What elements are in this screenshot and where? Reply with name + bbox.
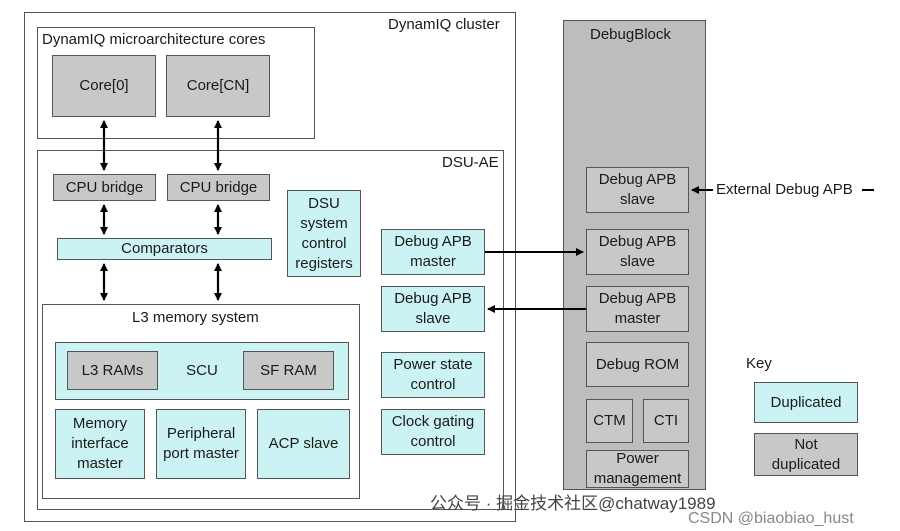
clock-gating-line-1: Clock gating	[391, 413, 475, 430]
watermark-line-1: 公众号 · 掘金技术社区@chatway1989	[430, 494, 716, 513]
db-master-line-1: Debug APB	[598, 290, 677, 307]
cores-title: DynamIQ microarchitecture cores	[42, 31, 266, 48]
dsu-regs-line-3: control	[301, 234, 347, 252]
l3-rams: L3 RAMs	[67, 351, 158, 390]
dsu-debug-apb-slave-line-2: slave	[415, 310, 451, 327]
debug-block-apb-slave: Debug APB slave	[586, 229, 689, 275]
dsu-regs-line-4: registers	[295, 254, 353, 272]
cluster-title: DynamIQ cluster	[388, 16, 500, 33]
peripheral-port-master: Peripheral port master	[156, 409, 246, 479]
dsu-debug-apb-master: Debug APB master	[381, 229, 485, 275]
dsu-debug-apb-master-line-1: Debug APB	[394, 233, 472, 250]
dsu-debug-apb-slave-line-1: Debug APB	[394, 290, 472, 307]
dsu-regs-line-2: system	[300, 214, 348, 232]
debug-block-apb-slave-external: Debug APB slave	[586, 167, 689, 213]
mem-iface-line-2: interface	[71, 435, 129, 452]
core-cn: Core[CN]	[166, 55, 270, 117]
ext-slave-line-1: Debug APB	[598, 171, 677, 188]
cpu-bridge-2: CPU bridge	[167, 174, 270, 201]
memory-interface-master: Memory interface master	[55, 409, 145, 479]
core-0: Core[0]	[52, 55, 156, 117]
debug-block-title: DebugBlock	[590, 26, 671, 43]
periph-line-1: Peripheral	[166, 425, 236, 442]
mem-iface-line-1: Memory	[72, 415, 128, 432]
clock-gating-control: Clock gating control	[381, 409, 485, 455]
key-not-dup-line-2: duplicated	[771, 455, 841, 473]
key-not-dup-line-1: Not	[794, 435, 818, 453]
l3-title: L3 memory system	[132, 309, 259, 326]
dsu-regs-line-1: DSU	[308, 194, 340, 212]
power-state-control: Power state control	[381, 352, 485, 398]
cpu-bridge-1: CPU bridge	[53, 174, 156, 201]
pm-line-2: management	[593, 470, 682, 487]
ext-slave-line-2: slave	[619, 191, 656, 208]
acp-slave: ACP slave	[257, 409, 350, 479]
scu-label: SCU	[186, 362, 218, 379]
key-duplicated: Duplicated	[754, 382, 858, 423]
periph-line-2: port master	[163, 445, 239, 462]
external-debug-apb-label: External Debug APB	[716, 181, 853, 198]
power-state-line-1: Power state	[393, 356, 473, 373]
key-not-duplicated: Not duplicated	[754, 433, 858, 476]
ctm: CTM	[586, 399, 633, 443]
sf-ram: SF RAM	[243, 351, 334, 390]
clock-gating-line-2: control	[410, 433, 456, 450]
key-title: Key	[746, 355, 772, 372]
comparators: Comparators	[57, 238, 272, 260]
dsu-ae-title: DSU-AE	[442, 154, 499, 171]
power-state-line-2: control	[410, 376, 456, 393]
db-slave-line-2: slave	[619, 253, 656, 270]
dsu-system-control-registers: DSU system control registers	[287, 190, 361, 277]
cti: CTI	[643, 399, 689, 443]
db-master-line-2: master	[614, 310, 661, 327]
debug-rom: Debug ROM	[586, 342, 689, 387]
pm-line-1: Power	[616, 450, 659, 467]
dsu-debug-apb-master-line-2: master	[410, 253, 456, 270]
db-slave-line-1: Debug APB	[598, 233, 677, 250]
dsu-debug-apb-slave: Debug APB slave	[381, 286, 485, 332]
power-management: Power management	[586, 450, 689, 488]
debug-block-apb-master: Debug APB master	[586, 286, 689, 332]
mem-iface-line-3: master	[77, 455, 123, 472]
watermark-line-2: CSDN @biaobiao_hust	[688, 510, 854, 527]
